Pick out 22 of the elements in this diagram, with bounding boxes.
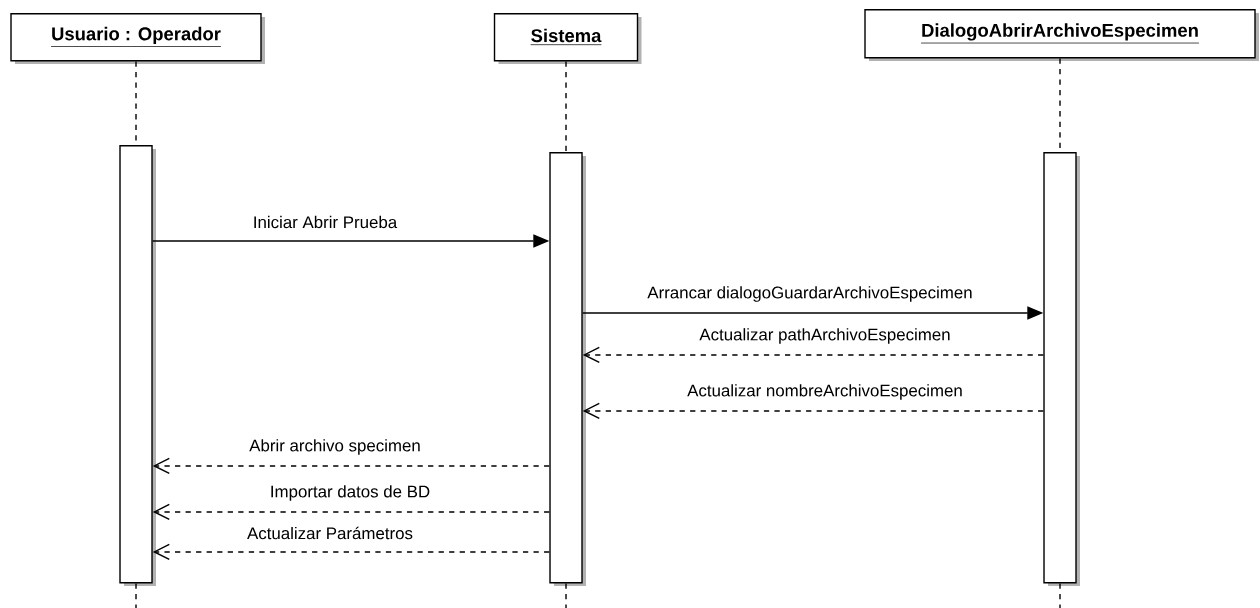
return-arrow <box>152 457 550 475</box>
return-arrow <box>152 503 550 521</box>
edge-label: Iniciar Abrir Prueba <box>251 214 399 230</box>
edge-label: Importar datos de BD <box>268 483 432 503</box>
lifeline <box>135 582 137 608</box>
lifeline <box>565 582 567 608</box>
return-arrow <box>582 402 1044 420</box>
activation-bar <box>1043 152 1080 586</box>
edge-label: Abrir archivo specimen <box>247 437 423 457</box>
object-box: Sistema <box>493 13 642 64</box>
object-box: Usuario : Operador <box>10 13 265 64</box>
edge-label: Actualizar nombreArchivoEspecimen <box>685 382 965 402</box>
return-arrow <box>152 543 550 561</box>
activation-bar <box>119 145 156 586</box>
edge-label: Actualizar Parámetros <box>245 524 415 542</box>
activation-bar <box>549 152 586 586</box>
object-box: DialogoAbrirArchivoEspecimen <box>864 9 1259 61</box>
edge-label: Arrancar dialogoGuardarArchivoEspecimen <box>645 284 975 304</box>
lifeline <box>565 60 567 153</box>
return-arrow <box>582 346 1044 364</box>
lifeline <box>1059 582 1061 608</box>
edge-label: Actualizar pathArchivoEspecimen <box>697 326 953 346</box>
